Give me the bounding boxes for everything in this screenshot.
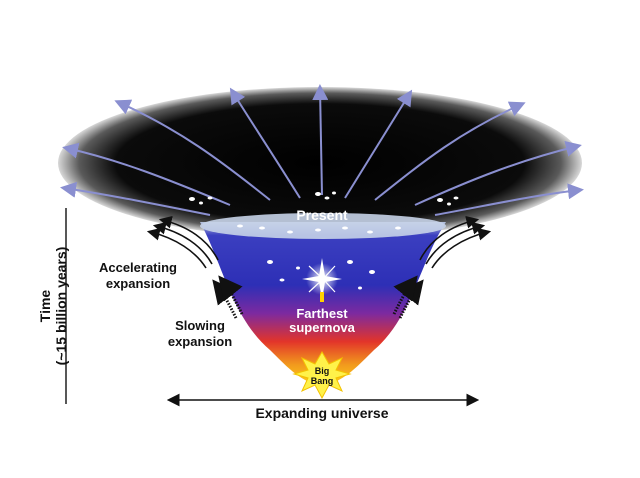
time-axis-label: Time (~15 billion years) — [37, 247, 69, 366]
galaxy — [447, 202, 451, 206]
galaxy — [369, 270, 375, 274]
expansion-cone — [200, 222, 446, 388]
galaxy — [347, 260, 353, 264]
galaxy — [267, 260, 273, 264]
time-label-line2: (~15 billion years) — [53, 247, 69, 366]
present-universe-disc — [58, 87, 582, 239]
galaxy — [315, 228, 321, 232]
galaxy — [189, 197, 195, 201]
expansion-arrow — [62, 142, 231, 206]
expansion-arrow — [312, 84, 329, 196]
expansion-arrow — [414, 141, 582, 206]
galaxy — [237, 224, 243, 228]
slowing-arrows-left — [212, 275, 244, 319]
galaxy — [199, 201, 203, 205]
galaxy — [315, 192, 321, 196]
galaxies — [189, 191, 459, 290]
supernova-label-line2: supernova — [289, 320, 356, 335]
slowing-arrows-right — [392, 275, 424, 319]
galaxy — [395, 226, 401, 230]
time-label-line1: Time — [37, 290, 53, 323]
expansion-arrow — [229, 87, 301, 199]
galaxy — [437, 198, 443, 202]
present-rim — [200, 213, 446, 239]
slowing-label-line1: Slowing — [175, 318, 225, 333]
galaxy — [342, 226, 348, 230]
accelerating-label-line1: Accelerating — [99, 260, 177, 275]
galaxy — [324, 196, 330, 200]
big-bang-label-line1: Big — [315, 366, 330, 376]
accelerating-arrows-right — [419, 215, 492, 269]
present-label: Present — [296, 207, 348, 223]
accelerating-arrows-left — [146, 215, 219, 269]
expansion-arrow — [114, 99, 271, 201]
galaxy — [287, 230, 293, 234]
galaxy — [279, 278, 285, 282]
galaxy — [358, 286, 362, 290]
galaxy — [367, 230, 373, 234]
supernova-star-icon — [302, 258, 342, 302]
galaxy — [453, 196, 459, 200]
expansion-arrow — [60, 181, 211, 216]
galaxy — [296, 266, 300, 270]
expanding-universe-label: Expanding universe — [255, 405, 388, 421]
expansion-arrow — [434, 183, 584, 216]
galaxy — [207, 196, 213, 200]
slowing-label-line2: expansion — [168, 334, 232, 349]
supernova-label-line1: Farthest — [296, 306, 348, 321]
expansion-arrows — [60, 84, 584, 216]
accelerating-label-line2: expansion — [106, 276, 170, 291]
galaxy — [259, 226, 265, 230]
expansion-arrow — [344, 89, 413, 199]
big-bang-label-line2: Bang — [311, 376, 334, 386]
expansion-arrow — [374, 101, 526, 201]
galaxy — [332, 191, 336, 195]
